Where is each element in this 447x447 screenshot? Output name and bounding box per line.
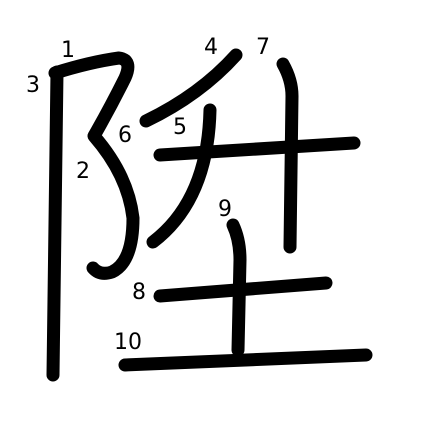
stroke-7 xyxy=(276,57,299,254)
stroke-number-9: 9 xyxy=(218,197,232,222)
stroke-9 xyxy=(226,218,247,357)
stroke-number-4: 4 xyxy=(204,35,218,60)
stroke-number-7: 7 xyxy=(256,35,270,60)
stroke-number-5: 5 xyxy=(173,115,187,140)
stroke-number-8: 8 xyxy=(132,280,146,305)
stroke-6 xyxy=(146,103,217,249)
stroke-number-1: 1 xyxy=(61,38,75,63)
stroke-5 xyxy=(153,136,361,162)
stroke-number-labels: 1 2 3 4 5 6 7 8 9 10 xyxy=(26,35,270,355)
stroke-3 xyxy=(46,65,64,382)
stroke-number-10: 10 xyxy=(114,330,142,355)
stroke-number-3: 3 xyxy=(26,73,40,98)
stroke-number-2: 2 xyxy=(76,159,90,184)
stroke-number-6: 6 xyxy=(118,123,132,148)
stroke-10 xyxy=(118,348,373,372)
character-strokes xyxy=(46,48,373,382)
stroke-4 xyxy=(139,48,243,128)
stroke-1-2 xyxy=(48,51,140,280)
